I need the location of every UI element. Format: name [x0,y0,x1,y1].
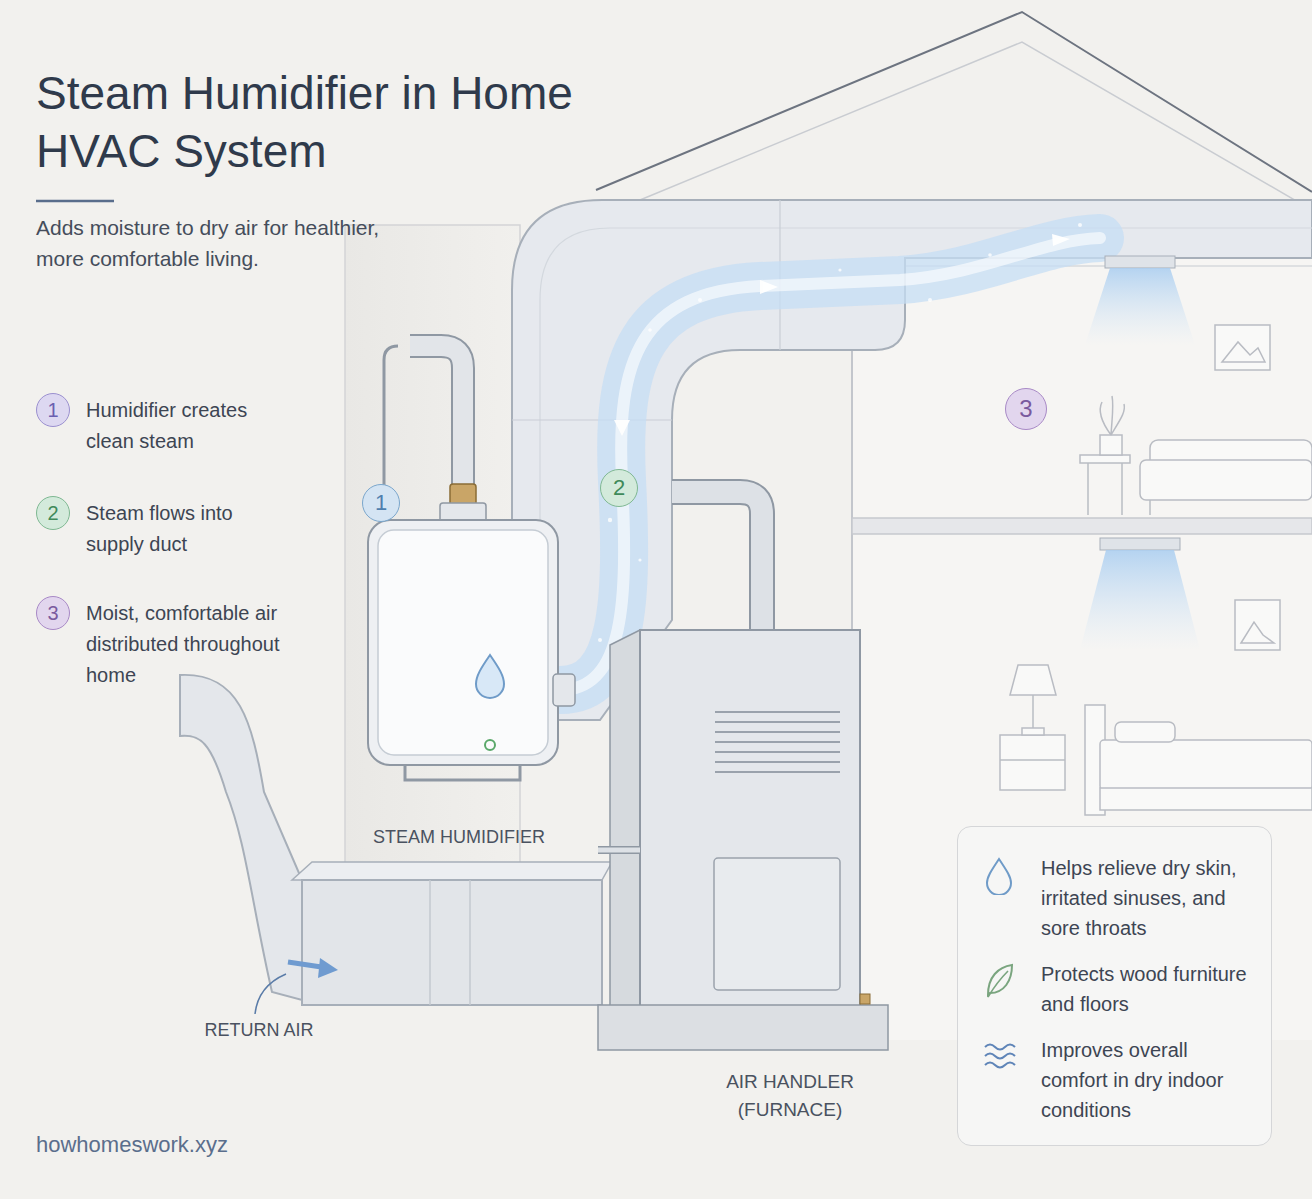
benefit-icon [982,855,1016,895]
benefit-icon [982,1037,1016,1077]
step-text: Moist, comfortable air distributed throu… [86,598,284,691]
benefit-row: Helps relieve dry skin, irritated sinuse… [958,853,1253,943]
step-number: 1 [36,393,70,427]
step-text: Humidifier creates clean steam [86,395,284,457]
callout-text: 2 [47,503,58,523]
part-label: STEAM HUMIDIFIER [352,826,566,848]
callout-number: 3 [1005,388,1047,430]
callout-number: 1 [362,484,400,522]
benefit-icon [982,961,1016,1001]
benefit-row: Protects wood furniture and floors [958,959,1253,1019]
callout-text: 3 [1019,397,1032,421]
step-number: 3 [36,596,70,630]
callout-number: 2 [600,469,638,507]
callout-text: 1 [47,400,58,420]
diagram-title: Steam Humidifier in Home HVAC System [36,64,576,180]
diagram-caption: Adds moisture to dry air for healthier, … [36,212,428,274]
benefit-text: Protects wood furniture and floors [1041,959,1253,1019]
part-label: AIR HANDLER (FURNACE) [700,1068,880,1124]
step-text: Steam flows into supply duct [86,498,284,560]
callout-text: 3 [47,603,58,623]
callout-text: 1 [375,492,387,514]
part-label: RETURN AIR [188,1019,330,1041]
callout-text: 2 [613,477,625,499]
step-number: 2 [36,496,70,530]
benefit-row: Improves overall comfort in dry indoor c… [958,1035,1253,1125]
benefits-box: Helps relieve dry skin, irritated sinuse… [957,826,1272,1146]
benefit-text: Helps relieve dry skin, irritated sinuse… [1041,853,1253,943]
watermark: howhomeswork.xyz [36,1131,336,1159]
benefit-text: Improves overall comfort in dry indoor c… [1041,1035,1253,1125]
